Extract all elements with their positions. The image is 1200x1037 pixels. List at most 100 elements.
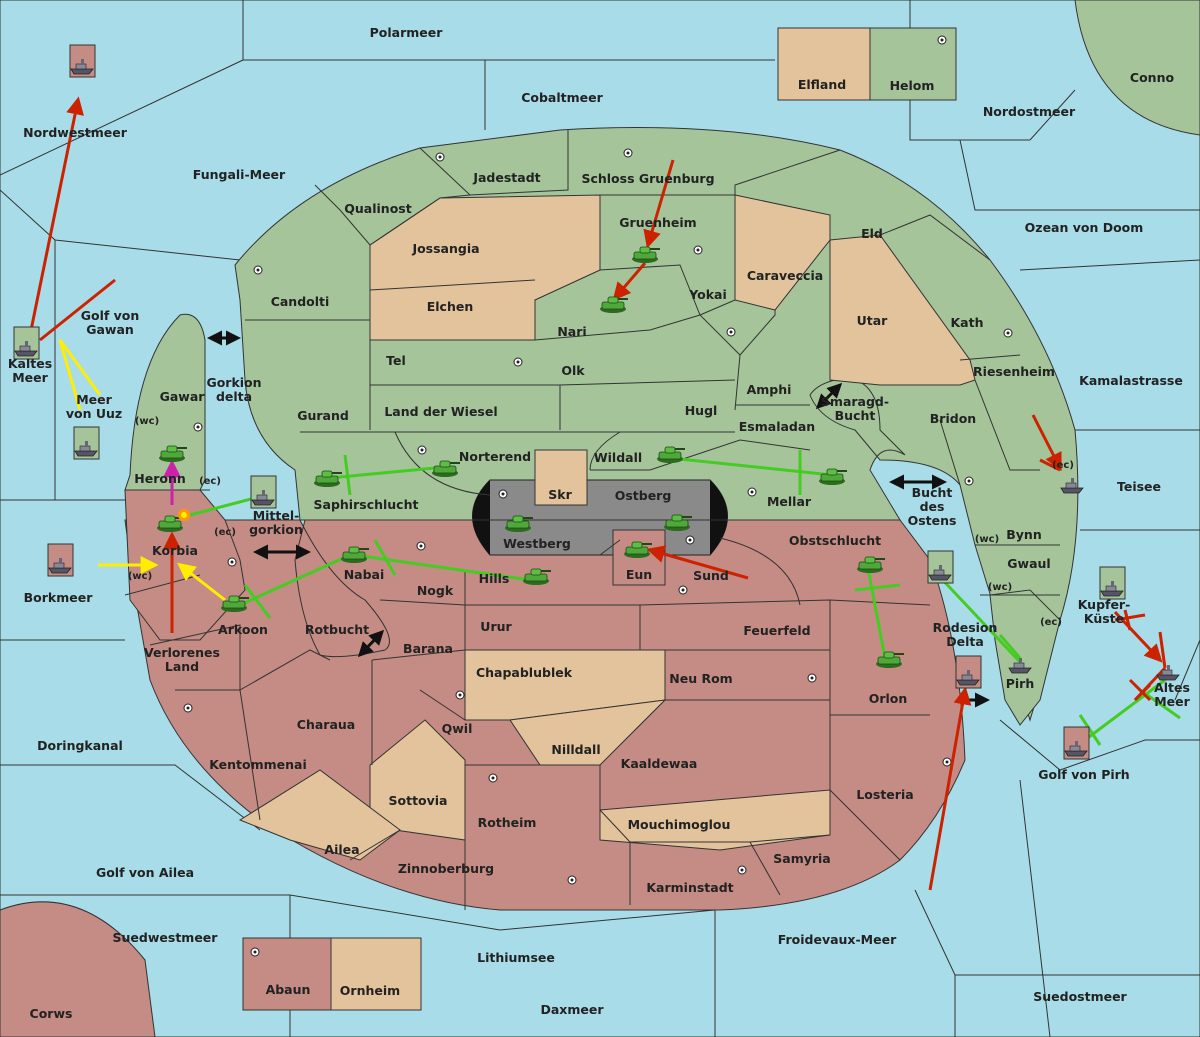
sea-label: Cobaltmeer — [521, 90, 603, 105]
gawar-peninsula[interactable] — [124, 313, 206, 491]
land-label: Gawar — [160, 389, 206, 404]
land-label: Qwil — [442, 721, 473, 736]
land-label: Urur — [480, 619, 512, 634]
sea-label: Suedwestmeer — [113, 930, 219, 945]
land-label: Skr — [548, 487, 572, 502]
land-label: Losteria — [856, 787, 913, 802]
sea-label: Nordostmeer — [983, 104, 1076, 119]
land-label: Gwaul — [1007, 556, 1050, 571]
ship-fleet-icon[interactable] — [955, 655, 982, 689]
sea-label: Nordwestmeer — [23, 125, 128, 140]
sea-label: Mittel-gorkion — [249, 508, 303, 537]
supply-center-dot — [416, 541, 426, 551]
sea-label: Polarmeer — [370, 25, 444, 40]
land-label: Elfland — [798, 77, 846, 92]
ship-fleet-icon[interactable] — [47, 543, 74, 577]
sea-label: Lithiumsee — [477, 950, 555, 965]
supply-center-dot — [193, 422, 203, 432]
supply-center-dot — [250, 947, 260, 957]
supply-center-dot — [417, 445, 427, 455]
land-label: Caraveccia — [747, 268, 823, 283]
utar-region[interactable] — [829, 234, 976, 386]
land-label: Pirh — [1006, 676, 1035, 691]
conno-island[interactable] — [1074, 0, 1200, 136]
land-label: Qualinost — [344, 201, 411, 216]
land-label: Mellar — [767, 494, 812, 509]
supply-center-dot — [623, 148, 633, 158]
supply-center-dot — [253, 265, 263, 275]
land-label: Bridon — [930, 411, 976, 426]
land-label: Rotheim — [478, 815, 537, 830]
supply-center-dot — [498, 489, 508, 499]
land-label: Kath — [951, 315, 984, 330]
order-arrows — [26, 96, 1167, 891]
sea-label: Golf von Pirh — [1038, 767, 1129, 782]
land-label: Amphi — [747, 382, 792, 397]
land-label: Olk — [561, 363, 585, 378]
coast-label: (ec) — [1040, 617, 1062, 628]
land-label: Land der Wiesel — [384, 404, 497, 419]
land-label: Nilldall — [551, 742, 600, 757]
elfland-region[interactable] — [777, 27, 871, 101]
supply-centers — [183, 35, 1013, 957]
land-label: Nabai — [344, 567, 385, 582]
land-label: Hills — [479, 571, 510, 586]
land-label: Tel — [386, 353, 406, 368]
supply-center-dot — [747, 487, 757, 497]
ship-fleet-icon[interactable] — [1099, 566, 1126, 600]
land-label: Kaaldewaa — [621, 756, 698, 771]
land-label: Barana — [403, 641, 453, 656]
ship-fleet-icon[interactable] — [73, 426, 100, 460]
land-label: Charaua — [297, 717, 355, 732]
supply-center-dot — [726, 327, 736, 337]
land-label: Eun — [626, 567, 652, 582]
land-label: Samyria — [773, 851, 831, 866]
sea-label: Conno — [1130, 70, 1175, 85]
explosion-icon — [178, 509, 190, 521]
land-label: Gruenheim — [619, 215, 696, 230]
sea-label: Suedostmeer — [1033, 989, 1127, 1004]
supply-center-dot — [693, 245, 703, 255]
land-label: Helom — [890, 78, 935, 93]
land-label: Yokai — [688, 287, 727, 302]
land-label: Saphirschlucht — [314, 497, 419, 512]
land-label: Schloss Gruenburg — [581, 171, 714, 186]
land-label: Eld — [861, 226, 883, 241]
corws-island[interactable] — [0, 901, 156, 1037]
supply-center-dot — [567, 875, 577, 885]
ship-fleet-icon[interactable] — [927, 550, 954, 584]
land-label: Wildall — [594, 450, 642, 465]
land-label: Norterend — [459, 449, 531, 464]
skr-region[interactable] — [534, 449, 588, 506]
ship-fleet-icon[interactable] — [13, 326, 40, 360]
supply-center-dot — [964, 476, 974, 486]
land-label: Chapablublek — [476, 665, 573, 680]
ship-fleet-icon[interactable] — [69, 44, 96, 78]
land-label: Ailea — [324, 842, 359, 857]
land-label: Sottovia — [389, 793, 448, 808]
supply-center-dot — [737, 865, 747, 875]
ornheim-region[interactable] — [330, 937, 422, 1011]
land-label: Riesenheim — [973, 364, 1055, 379]
land-label: Korbia — [152, 543, 198, 558]
supply-center-dot — [678, 585, 688, 595]
sea-label: Daxmeer — [540, 1002, 604, 1017]
land-label: Karminstadt — [646, 880, 733, 895]
land-label: Candolti — [271, 294, 330, 309]
supply-center-dot — [455, 690, 465, 700]
land-label: Jossangia — [411, 241, 479, 256]
land-label: Heronn — [134, 471, 186, 486]
land-label: Jadestadt — [472, 170, 540, 185]
ailea-region[interactable] — [238, 769, 401, 861]
ship-fleet-icon[interactable] — [250, 475, 277, 509]
supply-center-dot — [227, 557, 237, 567]
ship-fleet-icon[interactable] — [1063, 726, 1090, 760]
sea-label: Teisee — [1117, 479, 1161, 494]
jossangia-region[interactable] — [369, 194, 601, 341]
